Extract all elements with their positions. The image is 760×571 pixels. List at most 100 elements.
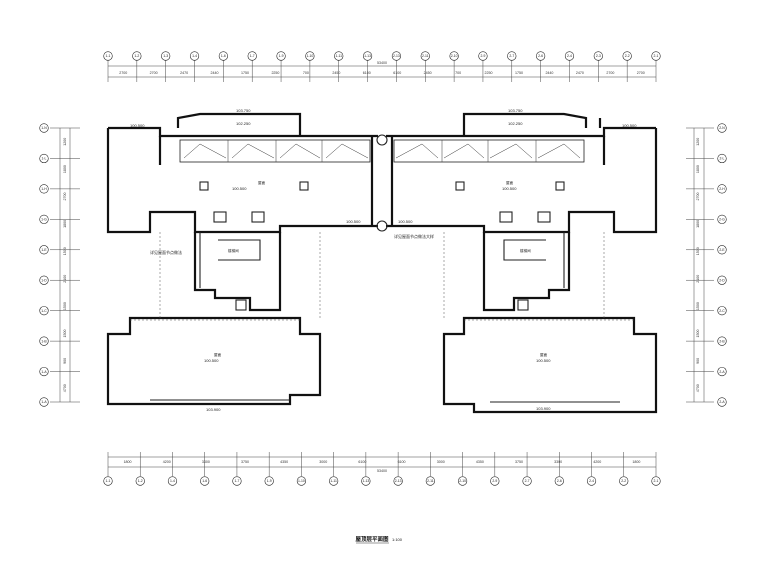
bottom-total-dim: 53400 [377, 469, 387, 473]
axis-bubble [39, 153, 49, 164]
axis-bubble [717, 245, 727, 255]
dimension-value: 1800 [63, 165, 67, 173]
dimension-value: 4350 [476, 460, 484, 464]
dimension-value: 700 [303, 71, 309, 75]
axis-bubble [717, 306, 727, 316]
lower-room-right-elev: 100.500 [536, 358, 551, 363]
axis-bubble [167, 476, 178, 486]
center-link [370, 134, 394, 232]
axis-label: 1-10 [298, 479, 305, 483]
axis-bubble [717, 366, 727, 377]
axis-bubble [39, 184, 49, 194]
axis-label: 1-11 [330, 479, 337, 483]
lower-room-left-label: 屋面 [214, 352, 222, 357]
axis-label: 2-11 [427, 479, 434, 483]
corridor-elev-right: 100.500 [398, 219, 413, 224]
drawing-scale: 1:100 [392, 537, 403, 542]
axis-label: 1-3 [163, 54, 168, 58]
axis-bubble [449, 51, 459, 61]
axis-bubble [132, 51, 142, 61]
axis-bubble [717, 214, 727, 224]
dimension-value: 3000 [319, 460, 327, 464]
axis-bubble [619, 476, 629, 486]
axis-bubble [264, 476, 274, 486]
dimension-value: 3750 [515, 460, 523, 464]
axis-bubble [536, 51, 546, 61]
axis-bubble [200, 476, 210, 486]
dimension-value: 1800 [696, 220, 700, 228]
axis-label: 1-13 [364, 54, 371, 58]
axis-bubble [478, 51, 488, 61]
axis-bubble [391, 51, 402, 61]
axis-label: 1-N [41, 126, 47, 130]
axis-label: 1-9 [279, 54, 284, 58]
dimension-value: 900 [63, 358, 67, 364]
axis-bubble [420, 51, 430, 61]
dimension-value: 4350 [280, 460, 288, 464]
dimension-value: 2700 [119, 71, 127, 75]
axis-label: 1-4 [192, 54, 197, 58]
axis-label: 2-N [719, 126, 725, 130]
dimension-value: 6100 [363, 71, 371, 75]
dimension-value: 2440 [545, 71, 553, 75]
stair-left-label: 楼梯间 [228, 248, 239, 253]
dimension-value: 2700 [637, 71, 645, 75]
dimension-value: 2440 [211, 71, 219, 75]
corridor-elev-left: 100.500 [346, 219, 361, 224]
dimension-value: 2250 [485, 71, 493, 75]
dimension-value: 2100 [696, 275, 700, 283]
axis-label: 1-2 [138, 479, 143, 483]
axis-label: 1-9 [267, 479, 272, 483]
axis-label: 1-6 [221, 54, 226, 58]
glass-left-a: 103.750 [236, 108, 251, 113]
axis-label: 2-7 [509, 54, 514, 58]
top-total-dim: 53400 [377, 61, 387, 65]
dimension-value: 6100 [358, 460, 366, 464]
axis-label: 2-B [719, 339, 725, 343]
glass-left-b: 102.250 [236, 121, 251, 126]
axis-label: 1-7 [234, 479, 239, 483]
axis-bubble [218, 51, 228, 61]
dimension-value: 4200 [593, 460, 601, 464]
lower-room-right-label: 屋面 [540, 352, 548, 357]
dimension-value: 700 [455, 71, 461, 75]
dimension-value: 2470 [576, 71, 584, 75]
axis-label: 2-1 [654, 479, 659, 483]
axis-bubble [457, 476, 468, 486]
axis-label: 2-D [719, 278, 725, 282]
dimension-value: 3300 [202, 460, 210, 464]
dimension-value: 1800 [63, 220, 67, 228]
axis-label: 1-L [42, 157, 47, 161]
axis-bubble [717, 123, 727, 133]
dimension-value: 1500 [63, 330, 67, 338]
axis-label: 1-D [41, 278, 47, 282]
axis-label: 2-G [719, 218, 725, 222]
axis-bubble [232, 476, 242, 486]
axis-bubble [362, 51, 373, 61]
dimension-value: 1800 [124, 460, 132, 464]
axis-bubble [425, 476, 435, 486]
axis-bubble [522, 476, 532, 486]
axis-label: 1-13 [362, 479, 369, 483]
dimension-value: 1800 [696, 165, 700, 173]
axis-label: 2-E [719, 248, 725, 252]
roof-right-elev: 100.500 [502, 186, 517, 191]
elev-top-right: 100.500 [622, 123, 637, 128]
elev-top-left: 100.500 [130, 123, 145, 128]
skylight-right [393, 139, 585, 163]
bottom-elev-left: 103.900 [206, 407, 221, 412]
dimension-value: 4200 [163, 460, 171, 464]
axis-label: 2-L [720, 157, 725, 161]
axis-bubble [717, 153, 727, 164]
right-dimension-chain: 2-N2-L2-H2-G2-E2-D2-C2-B2-A2-A1200180027… [686, 123, 727, 407]
axis-label: 2-4 [589, 479, 594, 483]
axis-label: 1-E [41, 248, 47, 252]
axis-label: 1-10 [306, 54, 313, 58]
dimension-value: 2700 [63, 193, 67, 201]
axis-bubble [189, 51, 200, 61]
axis-label: 2-9 [480, 54, 485, 58]
axis-bubble [39, 123, 49, 133]
axis-label: 2-2 [621, 479, 626, 483]
right-wing-plan [386, 112, 658, 414]
